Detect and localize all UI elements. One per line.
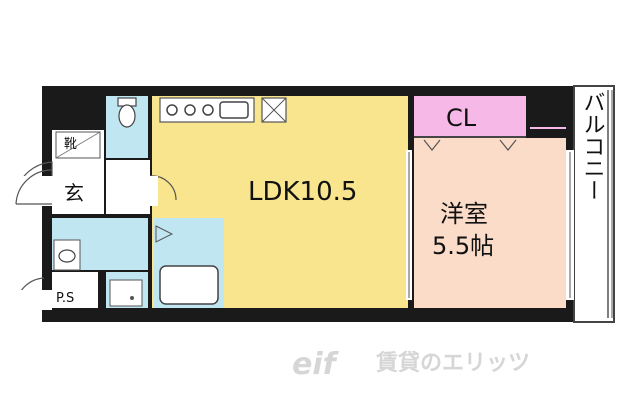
pipe-space [52, 272, 98, 308]
entrance-label: 玄 [64, 181, 84, 205]
toilet-room [106, 96, 148, 158]
kitchen-counter [159, 97, 255, 123]
watermark-logo: eif [292, 347, 340, 382]
bathroom [154, 218, 224, 308]
pipe-space-label: P.S [56, 291, 74, 306]
hallway [106, 160, 150, 214]
balcony-label: バルコニー [580, 91, 605, 201]
western-room-size: 5.5帖 [432, 232, 494, 260]
watermark: eif 賃貸のエリッツ [292, 347, 530, 382]
western-room-name: 洋室 [440, 200, 488, 228]
western-room [414, 138, 566, 308]
watermark-brand: 賃貸のエリッツ [375, 350, 530, 376]
ldk-label: LDK10.5 [248, 177, 357, 207]
closet [414, 96, 526, 136]
balcony [573, 85, 615, 323]
closet-label: CL [446, 104, 477, 132]
fridge-space [261, 97, 287, 123]
washroom [52, 218, 148, 271]
shoe-box-label: 靴 [64, 137, 77, 152]
